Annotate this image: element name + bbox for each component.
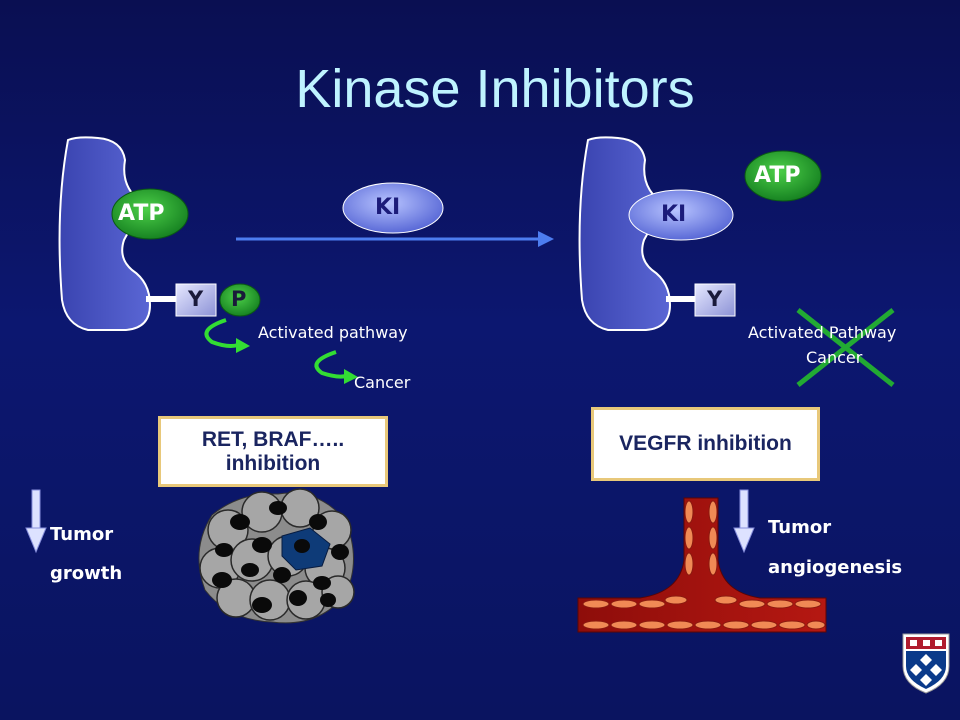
right-inhibitor-label: KI bbox=[661, 202, 687, 227]
left-box-line1: RET, BRAF….. bbox=[201, 427, 345, 451]
right-effect-line2: angiogenesis bbox=[768, 557, 903, 578]
left-effect-line2: growth bbox=[50, 563, 123, 584]
right-pathway-label: Activated Pathway bbox=[748, 323, 897, 342]
right-down-arrow-shaft bbox=[739, 489, 749, 531]
right-outcome-label: Cancer bbox=[806, 348, 863, 367]
left-effect-line1: Tumor bbox=[50, 524, 114, 545]
middle-inhibitor-oval bbox=[342, 182, 444, 234]
left-pathway-label: Activated pathway bbox=[258, 323, 408, 342]
left-kinase-body bbox=[58, 136, 152, 331]
left-inhibition-box: RET, BRAF….. inhibition bbox=[158, 416, 388, 487]
reaction-arrow-head bbox=[538, 231, 554, 247]
right-kinase-body bbox=[578, 136, 672, 331]
left-pathway-arrowhead-1 bbox=[236, 338, 250, 353]
cross-mark-stroke-2 bbox=[796, 308, 895, 387]
right-effect-line1: Tumor bbox=[768, 517, 832, 538]
left-atp-label: ATP bbox=[118, 201, 165, 226]
left-pathway-arrow-2 bbox=[314, 350, 347, 379]
university-shield-icon bbox=[902, 633, 950, 694]
left-residue-label: Y bbox=[188, 287, 204, 311]
left-down-arrow-shaft bbox=[31, 489, 41, 531]
right-atp-label: ATP bbox=[754, 163, 801, 188]
right-down-arrow-head bbox=[733, 527, 755, 554]
right-box-label: VEGFR inhibition bbox=[619, 432, 792, 455]
left-pathway-arrow-1 bbox=[204, 318, 239, 348]
left-outcome-label: Cancer bbox=[354, 373, 411, 392]
right-residue-label: Y bbox=[707, 287, 723, 311]
right-inhibitor-oval bbox=[628, 189, 734, 241]
right-residue-box bbox=[694, 283, 736, 317]
left-phospho-oval bbox=[219, 283, 261, 317]
right-inhibition-box: VEGFR inhibition bbox=[591, 407, 820, 481]
blood-vessel bbox=[577, 497, 827, 633]
left-down-arrow-head bbox=[25, 527, 47, 554]
left-box-line2: inhibition bbox=[225, 451, 321, 475]
right-atp-oval bbox=[744, 150, 822, 202]
left-kinase-linker bbox=[146, 296, 176, 302]
left-pathway-arrowhead-2 bbox=[344, 369, 358, 384]
slide-title: Kinase Inhibitors bbox=[295, 59, 695, 119]
middle-inhibitor-label: KI bbox=[375, 195, 401, 220]
left-residue-box bbox=[175, 283, 217, 317]
left-atp-oval bbox=[111, 188, 189, 240]
left-phospho-label: P bbox=[231, 287, 247, 311]
right-kinase-linker bbox=[666, 296, 696, 302]
tumor-cell-cluster bbox=[198, 488, 355, 624]
